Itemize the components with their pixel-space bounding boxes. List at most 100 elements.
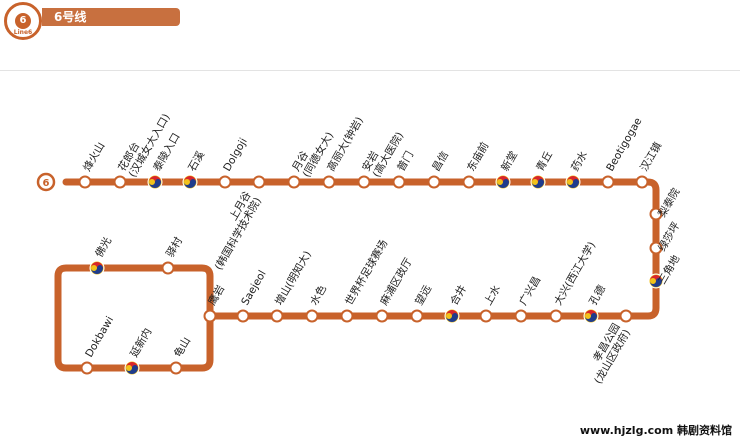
line-badge-label: Line6 — [13, 29, 33, 36]
station-marker[interactable] — [78, 175, 92, 189]
station-marker[interactable] — [649, 207, 663, 221]
station-label: Dolgoji — [221, 136, 250, 173]
station-markers — [36, 172, 664, 376]
station-label: 上月谷(韩国科学技术院) — [202, 189, 264, 272]
station-label: 汉江镇 — [637, 139, 664, 173]
station-marker[interactable] — [80, 361, 94, 375]
station-marker[interactable] — [357, 175, 371, 189]
station-label: 月谷(同德女大) — [290, 124, 336, 179]
station-label-line: 上水 — [482, 283, 503, 308]
station-label: 孔德 — [586, 282, 608, 307]
station-marker[interactable] — [270, 309, 284, 323]
station-label-line: 青丘 — [533, 149, 555, 174]
station-label: 药水 — [569, 149, 590, 174]
station-label-line: 望远 — [412, 282, 434, 307]
station-label-line: 龟山 — [172, 335, 193, 359]
transfer-station-icon[interactable] — [182, 174, 198, 190]
station-marker[interactable] — [169, 361, 183, 375]
station-label: 增山(明知大) — [272, 248, 314, 307]
transfer-station-icon[interactable] — [124, 360, 140, 376]
transfer-station-icon[interactable] — [648, 273, 664, 289]
transfer-station-icon[interactable] — [444, 308, 460, 324]
station-marker[interactable] — [392, 175, 406, 189]
station-label: 普门 — [394, 149, 416, 174]
station-label: 驿村 — [163, 234, 185, 259]
line-title-bar: 6号线 — [42, 8, 180, 26]
station-label: 延新内 — [127, 326, 154, 360]
station-label: Saejeol — [239, 268, 269, 307]
station-marker[interactable] — [479, 309, 493, 323]
station-marker[interactable] — [549, 309, 563, 323]
station-label: 佛光 — [92, 234, 114, 259]
station-marker[interactable] — [203, 309, 217, 323]
station-label-line: 延新内 — [127, 326, 154, 360]
transfer-station-icon[interactable] — [89, 260, 105, 276]
station-marker[interactable] — [113, 175, 127, 189]
station-label-line: 麻浦区政厅 — [377, 256, 415, 308]
line-title: 6号线 — [54, 10, 87, 24]
station-label: 东庙前 — [464, 140, 491, 174]
station-marker[interactable] — [340, 309, 354, 323]
station-marker[interactable] — [427, 175, 441, 189]
station-label-line: 广兴昌 — [517, 274, 543, 307]
station-marker[interactable] — [635, 175, 649, 189]
station-marker[interactable] — [619, 309, 633, 323]
station-marker[interactable] — [161, 261, 175, 275]
station-marker[interactable] — [218, 175, 232, 189]
terminal-badge-icon — [36, 172, 56, 192]
station-label-line: 新堂 — [498, 149, 520, 174]
station-label-line: 增山(明知大) — [272, 248, 314, 307]
line-badge-icon: 6 Line6 — [4, 2, 42, 40]
station-label-line: Saejeol — [239, 268, 269, 307]
station-label-line: 药水 — [569, 149, 590, 174]
station-marker[interactable] — [649, 241, 663, 255]
station-label: 麻浦区政厅 — [377, 256, 415, 308]
station-label: 广兴昌 — [517, 274, 543, 307]
transfer-station-icon[interactable] — [495, 174, 511, 190]
station-label-line: 合井 — [447, 283, 469, 308]
route-loop — [54, 264, 214, 372]
terminal-badge-number: 6 — [43, 178, 50, 189]
station-marker[interactable] — [305, 309, 319, 323]
station-label-line: 普门 — [394, 149, 416, 174]
line-header: 6 Line6 6号线 — [0, 0, 740, 42]
transfer-station-icon[interactable] — [530, 174, 546, 190]
station-label-line: 石溪 — [186, 149, 207, 174]
station-label: 孝昌公园(龙山区政府) — [582, 322, 633, 387]
station-marker[interactable] — [375, 309, 389, 323]
station-label: Dokbawi — [83, 314, 116, 359]
station-label-line: 东庙前 — [464, 140, 491, 174]
station-label-line: 驿村 — [163, 234, 185, 259]
watermark-text: www.hjzlg.com 韩剧资料馆 — [579, 424, 732, 437]
station-marker[interactable] — [252, 175, 266, 189]
station-label-line: 昌信 — [430, 149, 451, 173]
station-marker[interactable] — [462, 175, 476, 189]
station-label: 上水 — [482, 283, 503, 308]
station-label-line: Beotigogae — [604, 116, 644, 174]
line-badge-inner: 6 — [13, 11, 33, 31]
transfer-station-icon[interactable] — [583, 308, 599, 324]
station-label: 昌信 — [430, 149, 451, 173]
line-badge-number: 6 — [19, 15, 27, 26]
transfer-station-icon[interactable] — [565, 174, 581, 190]
station-label: 石溪 — [186, 149, 207, 174]
station-label-line: 水色 — [307, 282, 329, 307]
station-label: 烽火山 — [80, 140, 107, 174]
station-label-line: 佛光 — [92, 234, 114, 259]
station-marker[interactable] — [410, 309, 424, 323]
station-marker[interactable] — [322, 175, 336, 189]
station-label: 新堂 — [498, 149, 520, 174]
station-marker[interactable] — [601, 175, 615, 189]
station-marker[interactable] — [514, 309, 528, 323]
transfer-station-icon[interactable] — [147, 174, 163, 190]
station-label-line: 汉江镇 — [637, 139, 664, 173]
station-marker[interactable] — [236, 309, 250, 323]
station-label: Beotigogae — [604, 116, 644, 174]
station-label-line: Dolgoji — [221, 136, 250, 173]
station-label: 望远 — [412, 282, 434, 307]
station-label-line: Dokbawi — [83, 314, 116, 359]
station-marker[interactable] — [287, 175, 301, 189]
